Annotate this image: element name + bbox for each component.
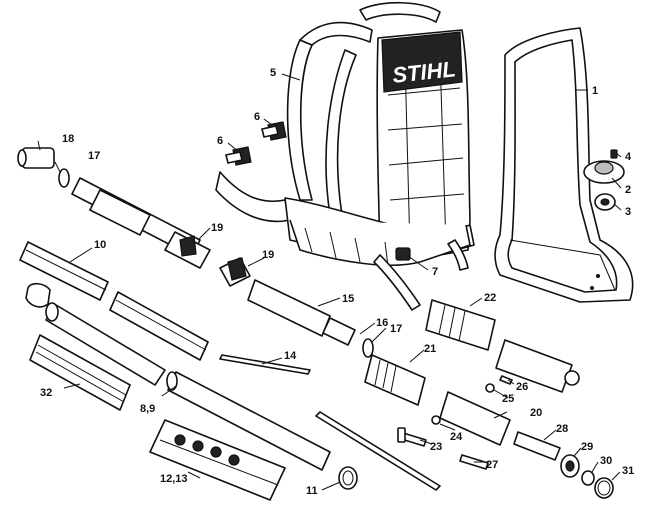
upper-drive-tube bbox=[17, 147, 211, 269]
callout-labels: 1 2 3 4 5 6 6 7 8,9 10 11 12,13 14 15 16… bbox=[40, 67, 634, 497]
callout-30: 30 bbox=[600, 455, 612, 467]
callout-21: 21 bbox=[424, 343, 436, 355]
callout-29: 29 bbox=[581, 441, 593, 453]
callout-19b: 19 bbox=[262, 249, 274, 261]
callout-19a: 19 bbox=[211, 222, 223, 234]
callout-7: 7 bbox=[432, 266, 438, 278]
callout-2: 2 bbox=[625, 184, 631, 196]
harness-frame bbox=[494, 27, 634, 303]
leader-lines bbox=[37, 73, 622, 491]
callout-17a: 17 bbox=[88, 150, 100, 162]
callout-12-13: 12,13 bbox=[160, 473, 188, 485]
callout-8-9: 8,9 bbox=[140, 403, 155, 415]
callout-22: 22 bbox=[484, 292, 496, 304]
callout-24: 24 bbox=[450, 431, 463, 443]
callout-4: 4 bbox=[625, 151, 632, 163]
couplings bbox=[364, 299, 580, 461]
callout-28: 28 bbox=[556, 423, 568, 435]
tubes bbox=[19, 241, 331, 471]
callout-16: 16 bbox=[376, 317, 388, 329]
callout-5: 5 bbox=[270, 67, 276, 79]
callout-17b: 17 bbox=[390, 323, 402, 335]
callout-18: 18 bbox=[62, 133, 74, 145]
callout-3: 3 bbox=[625, 206, 631, 218]
callout-10: 10 bbox=[94, 239, 106, 251]
callout-26: 26 bbox=[516, 381, 528, 393]
callout-25: 25 bbox=[502, 393, 514, 405]
middle-drive-tube bbox=[219, 257, 374, 358]
callout-20: 20 bbox=[530, 407, 542, 419]
callout-23: 23 bbox=[430, 441, 442, 453]
end-cap bbox=[338, 466, 358, 490]
backpack-harness: STIHL bbox=[215, 1, 475, 311]
callout-31: 31 bbox=[622, 465, 634, 477]
callout-27: 27 bbox=[486, 459, 498, 471]
buckles bbox=[225, 121, 287, 166]
callout-11: 11 bbox=[306, 485, 318, 497]
callout-15: 15 bbox=[342, 293, 354, 305]
callout-32: 32 bbox=[40, 387, 52, 399]
callout-6a: 6 bbox=[217, 135, 223, 147]
retainer-parts bbox=[583, 149, 625, 211]
drive-shaft bbox=[219, 354, 441, 491]
callout-6b: 6 bbox=[254, 111, 260, 123]
callout-1: 1 bbox=[592, 85, 598, 97]
label-sheet bbox=[149, 419, 286, 501]
callout-14: 14 bbox=[284, 350, 297, 362]
